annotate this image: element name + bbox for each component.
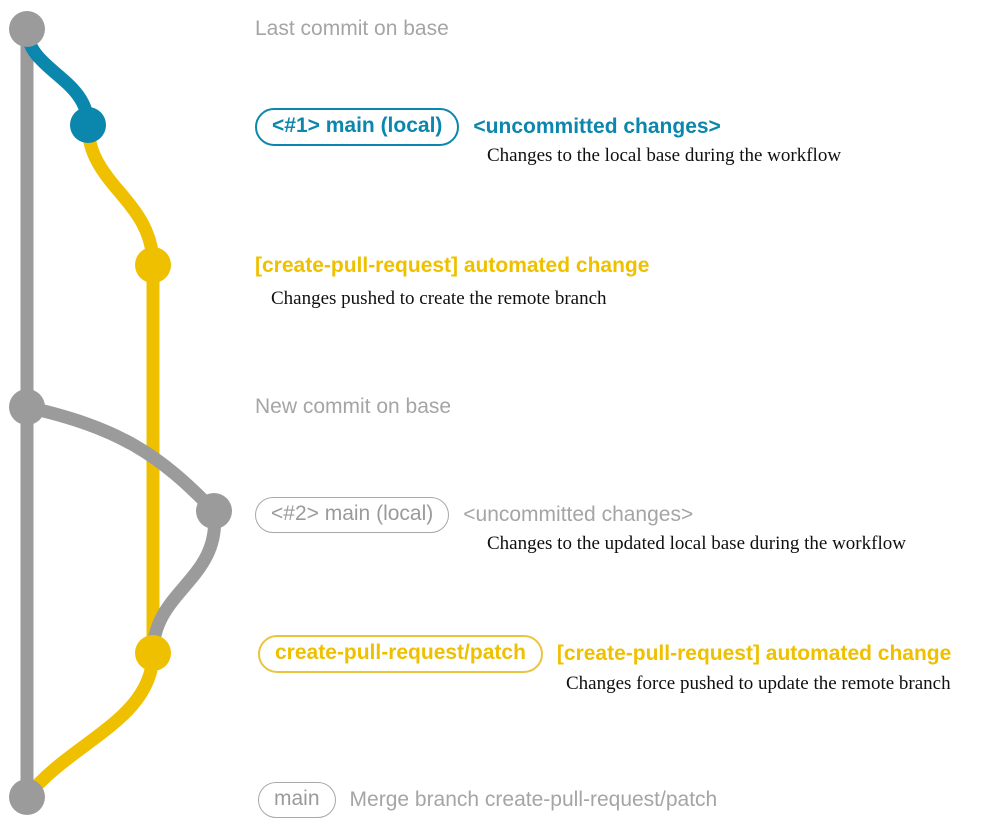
commit-subject-uncommitted-2: <uncommitted changes> [463, 503, 694, 526]
edge-basenew-to-local2 [20, 400, 221, 518]
commit-subject-automated-change-1: [create-pull-request] automated change [255, 254, 650, 277]
row-new-commit-on-base: New commit on base [255, 389, 451, 425]
commit-node-base-new[interactable] [9, 389, 45, 425]
commit-node-local-2[interactable] [196, 493, 232, 529]
row-local-uncommitted-1: <#1> main (local) <uncommitted changes> [255, 107, 721, 147]
headline-new-commit-on-base: New commit on base [255, 395, 452, 418]
commit-node-patch-2[interactable] [135, 635, 171, 671]
headline-last-commit-on-base: Last commit on base [255, 17, 449, 40]
row-merge-commit: main Merge branch create-pull-request/pa… [258, 780, 717, 820]
commit-node-base-last[interactable] [9, 11, 45, 47]
commit-subject-uncommitted-1: <uncommitted changes> [473, 115, 721, 138]
commit-node-patch-1[interactable] [135, 247, 171, 283]
ref-pill-main[interactable]: main [258, 782, 336, 818]
note-pushed-create-branch: Changes pushed to create the remote bran… [271, 288, 607, 309]
ref-pill-create-pull-request-patch[interactable]: create-pull-request/patch [258, 635, 543, 673]
note-local-changes-1: Changes to the local base during the wor… [487, 145, 842, 166]
commit-subject-automated-change-2: [create-pull-request] automated change [556, 642, 952, 665]
note-local-changes-2: Changes to the updated local base during… [487, 533, 906, 554]
ref-pill-main-local-2[interactable]: <#2> main (local) [255, 497, 450, 533]
commit-node-base-merge[interactable] [9, 779, 45, 815]
row-automated-change-2: create-pull-request/patch [create-pull-r… [258, 634, 951, 674]
edge-patch2-to-merge [20, 646, 160, 804]
note-force-pushed-update-branch: Changes force pushed to update the remot… [566, 673, 951, 694]
edge-local2-to-patch2 [146, 504, 222, 660]
commit-subject-merge: Merge branch create-pull-request/patch [349, 788, 718, 811]
row-automated-change-1: [create-pull-request] automated change [255, 248, 649, 284]
ref-pill-main-local-1[interactable]: <#1> main (local) [255, 108, 460, 146]
edge-base-to-local1 [20, 22, 95, 132]
row-local-uncommitted-2: <#2> main (local) <uncommitted changes> [255, 495, 693, 535]
row-last-commit-on-base: Last commit on base [255, 11, 449, 47]
commit-node-local-1[interactable] [70, 107, 106, 143]
edge-local1-to-patch1 [81, 118, 160, 272]
